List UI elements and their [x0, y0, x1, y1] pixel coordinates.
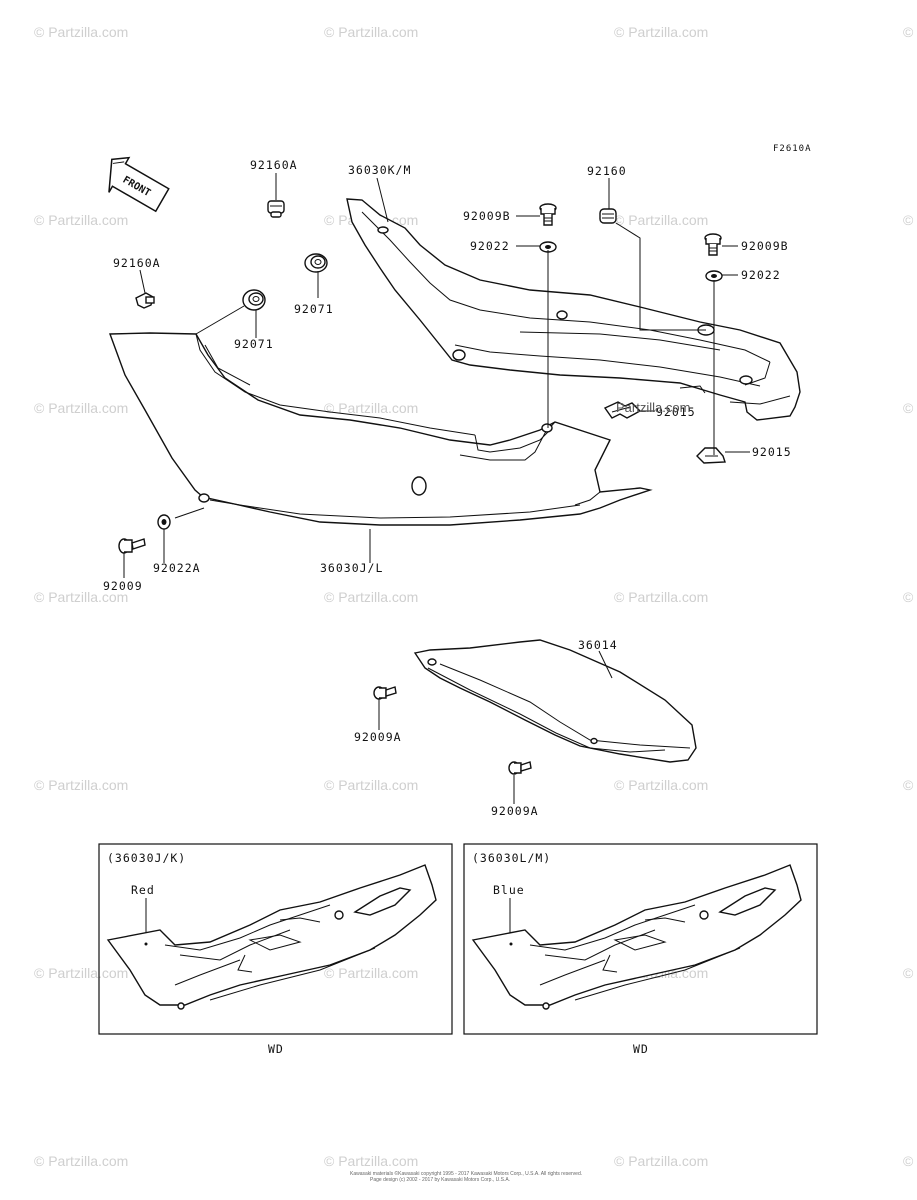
callout-92071-mid[interactable]: 92071 [294, 302, 334, 316]
variant-box-red: (36030J/K) Red WD [98, 843, 453, 1056]
callout-92009A-bottom[interactable]: 92009A [491, 804, 539, 818]
washer-92022A[interactable] [157, 514, 171, 530]
footer-line-1: Kawasaki materials ©Kawasaki copyright 1… [350, 1170, 582, 1177]
watermark: © Partzilla.com [34, 589, 128, 605]
watermark: © Partzilla.com [903, 777, 917, 793]
variant-frame [98, 843, 453, 1035]
callout-36014[interactable]: 36014 [578, 638, 618, 652]
bolt-92009A-left[interactable] [373, 686, 397, 700]
clip-92015-mid[interactable] [603, 401, 642, 419]
watermark: © Partzilla.com [903, 400, 917, 416]
part-92160A-left[interactable] [135, 292, 155, 309]
callout-36030KM[interactable]: 36030K/M [348, 163, 411, 177]
part-callouts: 92160A 36030K/M 92160 92009B 92022 92009… [103, 158, 792, 818]
leader-lines [123, 173, 750, 804]
part-92071-left[interactable] [242, 289, 266, 311]
callout-36030JL[interactable]: 36030J/L [320, 561, 383, 575]
watermark: © Partzilla.com [903, 965, 917, 981]
part-92071-mid[interactable] [304, 253, 328, 273]
watermark: © Partzilla.com [324, 777, 418, 793]
callout-92160[interactable]: 92160 [587, 164, 627, 178]
site-overlay: Partzilla.com [616, 400, 690, 415]
bolt-92009A-bottom[interactable] [508, 761, 532, 775]
watermark: © Partzilla.com [324, 589, 418, 605]
side-cover-36030JL[interactable] [109, 332, 653, 526]
site-overlay-text: Partzilla.com [616, 400, 690, 415]
footer-line-2: Page design (c) 2002 - 2017 by Kawasaki … [370, 1177, 510, 1183]
callout-92009A-left[interactable]: 92009A [354, 730, 402, 744]
bolt-92009[interactable] [118, 538, 146, 554]
watermark-grid: © Partzilla.com © Partzilla.com © Partzi… [34, 24, 917, 1169]
copyright-footer: Kawasaki materials ©Kawasaki copyright 1… [350, 1170, 582, 1183]
watermark: © Partzilla.com [34, 400, 128, 416]
watermark: © Partzilla.com [614, 24, 708, 40]
watermark: © Partzilla.com [903, 212, 917, 228]
callout-92022-center[interactable]: 92022 [470, 239, 510, 253]
variant-frame [463, 843, 818, 1035]
bolt-92009B-center[interactable] [539, 203, 557, 226]
callout-92009B-center[interactable]: 92009B [463, 209, 511, 223]
watermark: © Partzilla.com [614, 1153, 708, 1169]
washer-92022-center[interactable] [539, 241, 557, 253]
variant-caption: WD [268, 1042, 284, 1056]
watermark: © Partzilla.com [324, 400, 418, 416]
side-cover-graphic-red [106, 864, 437, 1010]
watermark: © Partzilla.com [614, 589, 708, 605]
callout-92009[interactable]: 92009 [103, 579, 143, 593]
cover-36014[interactable] [413, 639, 697, 763]
variant-box-blue: (36030L/M) Blue WD [463, 843, 818, 1056]
watermark: © Partzilla.com [34, 24, 128, 40]
part-92160A-top[interactable] [267, 200, 285, 218]
watermark: © Partzilla.com [903, 589, 917, 605]
watermark: © Partzilla.com [903, 24, 917, 40]
watermark: © Partzilla.com [324, 1153, 418, 1169]
variant-title: (36030L/M) [472, 851, 551, 865]
watermark: © Partzilla.com [34, 777, 128, 793]
side-cover-graphic-blue [471, 864, 802, 1010]
callout-92071-left[interactable]: 92071 [234, 337, 274, 351]
watermark: © Partzilla.com [903, 1153, 917, 1169]
variant-title: (36030J/K) [107, 851, 186, 865]
front-direction-arrow: FRONT [108, 156, 170, 213]
variant-color-label: Blue [493, 883, 525, 897]
callout-92022A[interactable]: 92022A [153, 561, 201, 575]
variant-color-label: Red [131, 883, 155, 897]
watermark: © Partzilla.com [614, 777, 708, 793]
callout-92015-right[interactable]: 92015 [752, 445, 792, 459]
watermark: © Partzilla.com [34, 965, 128, 981]
watermark: © Partzilla.com [34, 212, 128, 228]
part-92160[interactable] [599, 208, 617, 224]
callout-92015-mid[interactable]: 92015 [656, 405, 696, 419]
watermark: © Partzilla.com [34, 1153, 128, 1169]
clip-92015-right[interactable] [696, 447, 726, 464]
watermark: © Partzilla.com [324, 965, 418, 981]
washer-92022-right[interactable] [705, 270, 723, 282]
callout-92160A[interactable]: 92160A [250, 158, 298, 172]
figure-code: F2610A [773, 144, 812, 154]
watermark: © Partzilla.com [324, 24, 418, 40]
callout-92022-right[interactable]: 92022 [741, 268, 781, 282]
variant-caption: WD [633, 1042, 649, 1056]
callout-92009B-right[interactable]: 92009B [741, 239, 789, 253]
side-cover-36030KM[interactable] [346, 198, 801, 421]
watermark: © Partzilla.com [614, 212, 708, 228]
bolt-92009B-right[interactable] [704, 233, 722, 256]
callout-92160A-left[interactable]: 92160A [113, 256, 161, 270]
